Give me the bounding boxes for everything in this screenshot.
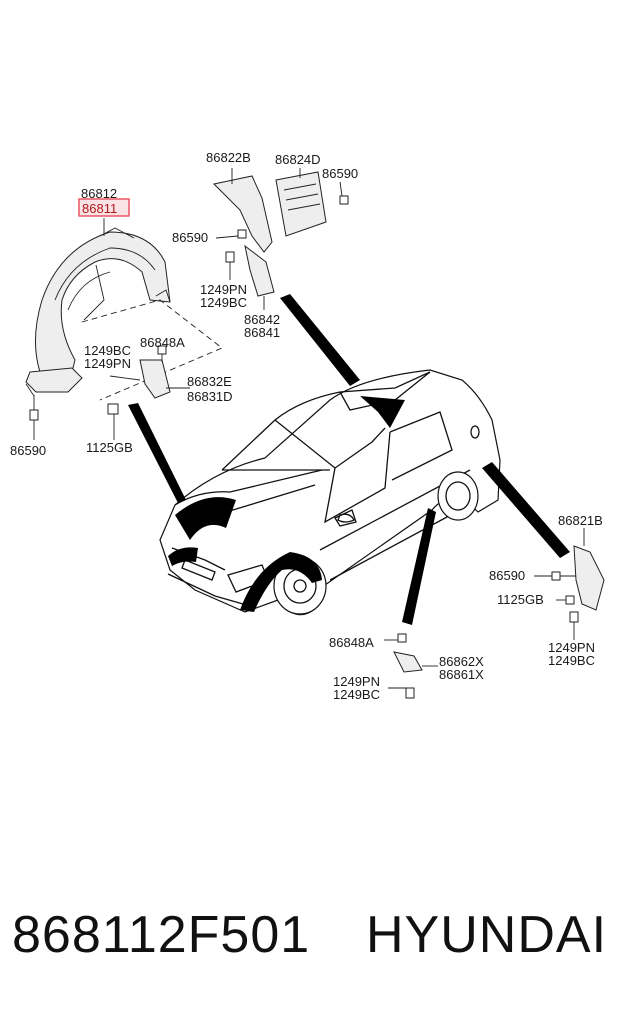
label-86842: 86842 bbox=[244, 312, 280, 327]
label-86824d: 86824D bbox=[275, 152, 321, 167]
label-86590-left: 86590 bbox=[10, 443, 46, 458]
label-86841: 86841 bbox=[244, 325, 280, 340]
label-86832e: 86832E bbox=[187, 374, 232, 389]
label-1249bc-right: 1249BC bbox=[548, 653, 595, 668]
label-1249bc-top: 1249BC bbox=[200, 295, 247, 310]
label-1249bc-left: 1249BC bbox=[84, 343, 131, 358]
top-mudguard-parts bbox=[212, 168, 349, 310]
label-86812: 86812 bbox=[81, 186, 117, 201]
callout-bands bbox=[128, 294, 570, 625]
left-small-parts bbox=[107, 345, 190, 440]
brand-name: HYUNDAI bbox=[366, 906, 608, 964]
label-1249pn-top: 1249PN bbox=[200, 282, 247, 297]
label-86811[interactable]: 86811 bbox=[82, 201, 117, 216]
label-1249pn-right: 1249PN bbox=[548, 640, 595, 655]
label-86861x: 86861X bbox=[439, 667, 484, 682]
label-1125gb-left: 1125GB bbox=[86, 440, 133, 455]
label-1249pn-left: 1249PN bbox=[84, 356, 131, 371]
label-1249bc-bottom: 1249BC bbox=[333, 687, 380, 702]
label-1249pn-bottom: 1249PN bbox=[333, 674, 380, 689]
label-86831d: 86831D bbox=[187, 389, 233, 404]
label-1125gb-right: 1125GB bbox=[497, 592, 544, 607]
parts-diagram: 86812 86811 86822B 86824D 86590 86590 12… bbox=[10, 150, 605, 702]
label-86848a-left: 86848A bbox=[140, 335, 185, 350]
car-illustration bbox=[159, 369, 501, 616]
part-labels: 86812 86811 86822B 86824D 86590 86590 12… bbox=[10, 150, 603, 702]
front-fender-liner bbox=[25, 218, 223, 440]
rear-fender-parts bbox=[534, 528, 605, 640]
label-86821b: 86821B bbox=[558, 513, 603, 528]
label-86822b: 86822B bbox=[206, 150, 251, 165]
label-86862x: 86862X bbox=[439, 654, 484, 669]
label-86590-top: 86590 bbox=[322, 166, 358, 181]
side-sill-parts bbox=[384, 633, 438, 699]
label-86590-right: 86590 bbox=[489, 568, 525, 583]
label-86848a-bottom: 86848A bbox=[329, 635, 374, 650]
label-86590-mid: 86590 bbox=[172, 230, 208, 245]
part-number: 868112F501 bbox=[12, 906, 311, 964]
highlight-box bbox=[78, 198, 130, 217]
